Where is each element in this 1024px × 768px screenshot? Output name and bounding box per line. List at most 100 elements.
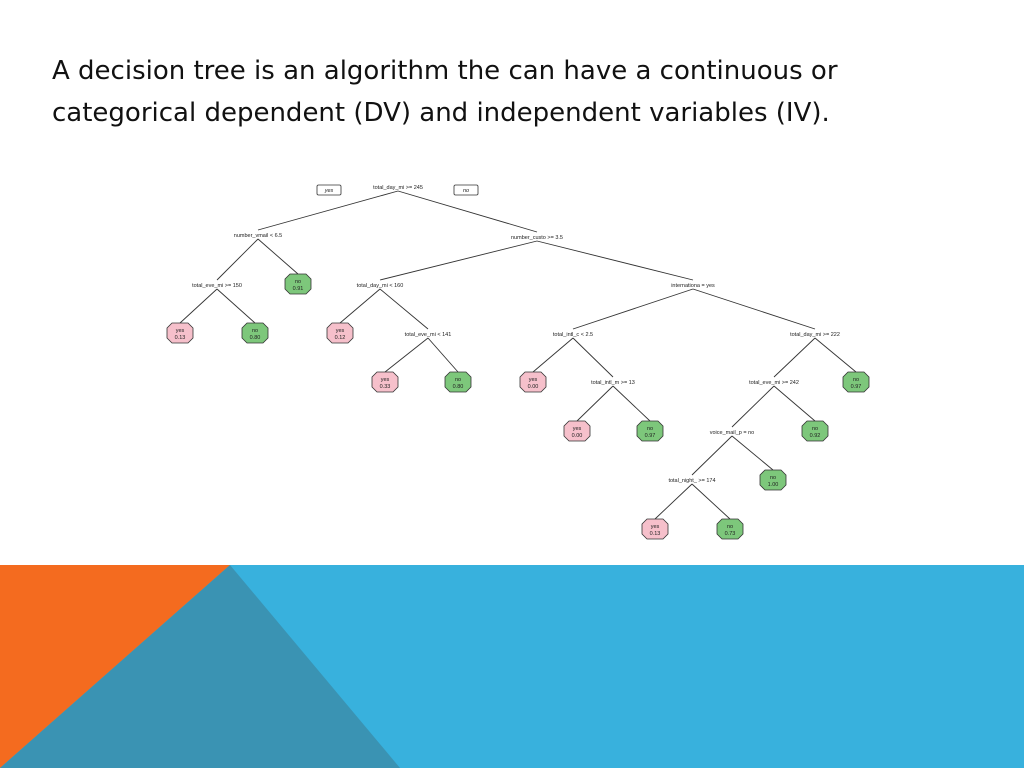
leaf-probability-label: 0.97 <box>645 433 656 439</box>
tree-edge-n_intlm-l8 <box>576 385 614 422</box>
leaf-probability-label: 0.92 <box>810 433 821 439</box>
tree-edge-n_eve1-l2 <box>216 288 256 324</box>
split-node-label-n_day2: total_day_mi < 160 <box>357 283 404 289</box>
footer-decoration <box>0 565 1024 768</box>
branch-label-text: no <box>463 188 469 194</box>
branch-label-left: yes <box>316 184 342 196</box>
leaf-class-label: yes <box>529 377 538 383</box>
slide-title: A decision tree is an algorithm the can … <box>52 56 838 128</box>
split-node-label-n_eve1: total_eve_mi >= 150 <box>192 283 242 289</box>
split-node-label-n_intlc: total_intl_c < 2.5 <box>553 332 593 338</box>
leaf-box-l13 <box>641 518 669 540</box>
leaf-probability-label: 0.12 <box>335 335 346 341</box>
tree-edge-n_day2-l4 <box>339 288 381 324</box>
branch-direction-labels: yes no <box>316 184 479 196</box>
leaf-probability-label: 0.80 <box>453 384 464 390</box>
leaf-node-l9: no0.97 <box>636 420 664 442</box>
leaf-probability-label: 0.00 <box>528 384 539 390</box>
leaf-box-l12 <box>759 469 787 491</box>
split-node-label-n_eve2: total_eve_mi < 141 <box>405 332 452 338</box>
leaf-probability-label: 0.91 <box>293 286 304 292</box>
leaf-class-label: no <box>252 328 258 334</box>
branch-label-box <box>453 184 479 196</box>
tree-edge-n_night-l13 <box>654 483 693 520</box>
leaf-node-l10: no0.97 <box>842 371 870 393</box>
leaf-node-l14: no0.73 <box>716 518 744 540</box>
tree-edges <box>179 190 857 520</box>
leaf-box-l1 <box>166 322 194 344</box>
tree-edge-n_eve2-l5 <box>384 337 429 373</box>
tree-edge-root-n_vmail <box>257 190 399 231</box>
decision-tree-diagram: yes no total_day_mi >= 245 number_vmail < … <box>166 184 870 540</box>
tree-edge-n_vmail-l3 <box>257 238 299 275</box>
leaf-node-l12: no1.00 <box>759 469 787 491</box>
leaf-class-label: yes <box>381 377 390 383</box>
tree-edge-n_eve3-l11 <box>773 385 816 422</box>
leaf-box-l11 <box>801 420 829 442</box>
tree-edge-n_vmp-n_night <box>691 435 733 476</box>
branch-label-right: no <box>453 184 479 196</box>
leaf-class-label: no <box>812 426 818 432</box>
tree-edge-n_day3-l10 <box>814 337 857 373</box>
leaf-class-label: yes <box>651 524 660 530</box>
leaf-node-l2: no0.80 <box>241 322 269 344</box>
leaf-box-l3 <box>284 273 312 295</box>
leaf-probability-label: 1.00 <box>768 482 779 488</box>
leaf-probability-label: 0.80 <box>250 335 261 341</box>
split-node-label-n_intlm: total_intl_m >= 13 <box>591 380 635 386</box>
branch-label-text: yes <box>324 188 334 194</box>
leaf-class-label: yes <box>336 328 345 334</box>
leaf-class-label: no <box>727 524 733 530</box>
tree-edge-n_intl-n_intlc <box>572 288 694 330</box>
leaf-box-l10 <box>842 371 870 393</box>
tree-edge-n_day2-n_eve2 <box>379 288 429 330</box>
leaf-class-label: yes <box>573 426 582 432</box>
leaf-class-label: no <box>295 279 301 285</box>
leaf-node-l11: no0.92 <box>801 420 829 442</box>
leaf-class-label: no <box>770 475 776 481</box>
tree-edge-n_eve2-l6 <box>427 337 459 373</box>
tree-edge-n_vmail-n_eve1 <box>216 238 259 281</box>
split-node-label-root: total_day_mi >= 245 <box>373 185 423 191</box>
tree-edge-n_night-l14 <box>691 483 731 520</box>
tree-edge-n_intlc-l7 <box>532 337 574 373</box>
split-node-label-n_vmail: number_vmail < 6.5 <box>234 233 282 239</box>
leaf-box-l6 <box>444 371 472 393</box>
leaf-probability-label: 0.73 <box>725 531 736 537</box>
leaf-box-l2 <box>241 322 269 344</box>
tree-edge-n_intl-n_day3 <box>692 288 816 330</box>
leaf-class-label: no <box>647 426 653 432</box>
leaf-probability-label: 0.33 <box>380 384 391 390</box>
tree-edge-n_intlc-n_intlm <box>572 337 614 378</box>
leaf-box-l9 <box>636 420 664 442</box>
split-node-label-n_day3: total_day_mi >= 222 <box>790 332 840 338</box>
leaf-probability-label: 0.13 <box>175 335 186 341</box>
leaf-node-l6: no0.80 <box>444 371 472 393</box>
branch-label-box <box>316 184 342 196</box>
leaf-box-l7 <box>519 371 547 393</box>
leaf-probability-label: 0.00 <box>572 433 583 439</box>
leaf-class-label: no <box>455 377 461 383</box>
leaf-box-l5 <box>371 371 399 393</box>
tree-edge-n_vmp-l12 <box>731 435 774 471</box>
tree-edge-n_eve1-l1 <box>179 288 218 324</box>
tree-edge-n_day3-n_eve3 <box>773 337 816 378</box>
tree-edge-n_cust-n_day2 <box>379 240 538 281</box>
tree-edge-n_eve3-n_vmp <box>731 385 775 428</box>
leaf-probability-label: 0.97 <box>851 384 862 390</box>
split-node-label-n_vmp: voice_mail_p = no <box>710 430 755 436</box>
footer-dark-blue-triangle <box>0 565 400 768</box>
split-node-label-n_cust: number_custo >= 3.5 <box>511 235 563 241</box>
tree-edge-n_cust-n_intl <box>536 240 694 281</box>
split-node-label-n_eve3: total_eve_mi >= 242 <box>749 380 799 386</box>
split-node-label-n_intl: internationa = yes <box>671 283 715 289</box>
leaf-probability-label: 0.13 <box>650 531 661 537</box>
leaf-box-l14 <box>716 518 744 540</box>
tree-nodes: total_day_mi >= 245 number_vmail < 6.5 tot… <box>166 185 870 540</box>
